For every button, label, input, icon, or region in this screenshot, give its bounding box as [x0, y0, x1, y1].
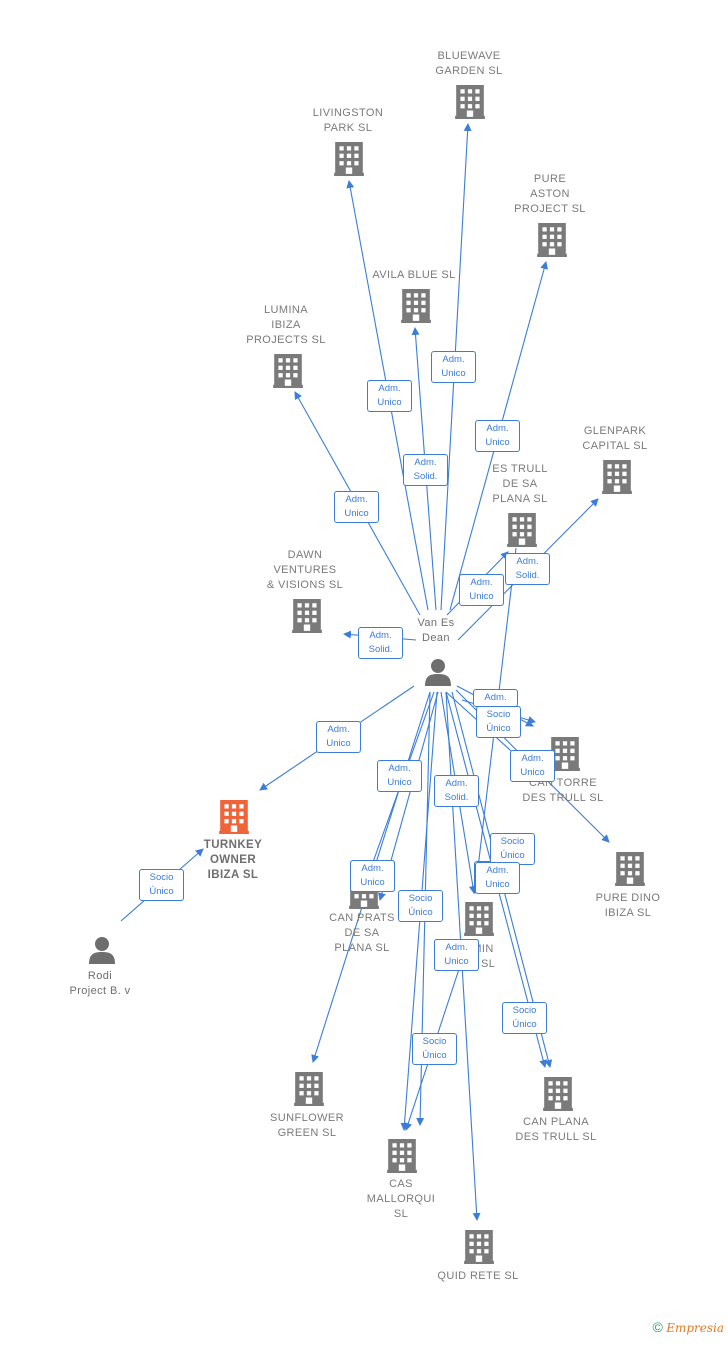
relation-badge-hub-glenpark[interactable]: Adm. Solid.: [505, 553, 550, 585]
node-label-pure_aston[interactable]: PURE ASTON PROJECT SL: [514, 173, 586, 215]
nodes-layer: [89, 85, 645, 1264]
building-icon-pure_dino[interactable]: [615, 852, 645, 886]
relation-badge-hub-avila[interactable]: Adm. Solid.: [403, 454, 448, 486]
node-label-turnkey[interactable]: TURNKEY OWNER IBIZA SL: [203, 839, 263, 881]
relation-badge-hub-can_prats[interactable]: Adm. Unico: [377, 760, 422, 792]
relation-badge-hub-pure_dino[interactable]: Adm. Unico: [510, 750, 555, 782]
relation-badge-hub-can_plana[interactable]: Adm. Unico: [475, 862, 520, 894]
relation-badge-hub-quid_rete[interactable]: Adm. Unico: [434, 939, 479, 971]
relation-badge-hub-bluewave[interactable]: Adm. Unico: [431, 351, 476, 383]
node-label-quid_rete[interactable]: QUID RETE SL: [437, 1270, 519, 1282]
copyright: © Empresia: [653, 1319, 724, 1335]
relation-badge-hub-pure_aston[interactable]: Adm. Unico: [475, 420, 520, 452]
relation-badge-hub-sunflower[interactable]: Adm. Unico: [350, 860, 395, 892]
node-label-avila[interactable]: AVILA BLUE SL: [372, 269, 456, 281]
node-label-sunflower[interactable]: SUNFLOWER GREEN SL: [270, 1112, 344, 1139]
relation-badge-hub-can_plana[interactable]: Socio Único: [502, 1002, 547, 1034]
node-label-livingston[interactable]: LIVINGSTON PARK SL: [312, 107, 384, 134]
node-label-can_torre[interactable]: CAN TORRE DES TRULL SL: [522, 777, 604, 804]
node-label-dawn[interactable]: DAWN VENTURES & VISIONS SL: [266, 549, 344, 591]
building-icon-turnkey[interactable]: [219, 800, 249, 834]
building-icon-es_trull[interactable]: [507, 513, 537, 547]
relation-badge-hub-es_trull[interactable]: Adm. Unico: [459, 574, 504, 606]
node-label-lumina[interactable]: LUMINA IBIZA PROJECTS SL: [246, 304, 326, 346]
node-label-bluewave[interactable]: BLUEWAVE GARDEN SL: [435, 50, 503, 77]
node-label-can_plana[interactable]: CAN PLANA DES TRULL SL: [515, 1116, 597, 1143]
relation-badge-hub-min[interactable]: Adm. Solid.: [434, 775, 479, 807]
building-icon-min[interactable]: [464, 902, 494, 936]
building-icon-dawn[interactable]: [292, 599, 322, 633]
building-icon-can_plana[interactable]: [543, 1077, 573, 1111]
relation-badge-hub-min[interactable]: Socio Único: [490, 833, 535, 865]
node-label-es_trull[interactable]: ES TRULL DE SA PLANA SL: [492, 463, 548, 505]
relation-badge-hub-turnkey[interactable]: Adm. Unico: [316, 721, 361, 753]
relation-badge-hub-cas_mallorqui[interactable]: Socio Único: [412, 1033, 457, 1065]
building-icon-quid_rete[interactable]: [464, 1230, 494, 1264]
node-label-can_prats[interactable]: CAN PRATS DE SA PLANA SL: [329, 912, 395, 954]
building-icon-pure_aston[interactable]: [537, 223, 567, 257]
relation-badge-hub-dawn[interactable]: Adm. Solid.: [358, 627, 403, 659]
node-label-glenpark[interactable]: GLENPARK CAPITAL SL: [582, 425, 648, 452]
building-icon-cas_mallorqui[interactable]: [387, 1139, 417, 1173]
building-icon-glenpark[interactable]: [602, 460, 632, 494]
building-icon-avila[interactable]: [401, 289, 431, 323]
relation-badge-rodi-turnkey[interactable]: Socio Único: [139, 869, 184, 901]
building-icon-lumina[interactable]: [273, 354, 303, 388]
building-icon-livingston[interactable]: [334, 142, 364, 176]
relation-badge-hub-can_torre[interactable]: Adm.: [473, 689, 518, 707]
node-label-rodi[interactable]: Rodi Project B. v: [69, 970, 131, 997]
edges-layer: [120, 123, 610, 1221]
brand-logo[interactable]: Empresia: [666, 1321, 724, 1335]
relation-badge-hub-lumina[interactable]: Adm. Unico: [334, 491, 379, 523]
relation-badge-hub-can_torre[interactable]: Socio Único: [476, 706, 521, 738]
relation-badge-hub-livingston[interactable]: Adm. Unico: [367, 380, 412, 412]
node-label-cas_mallorqui[interactable]: CAS MALLORQUI SL: [366, 1178, 436, 1220]
node-label-hub[interactable]: Van Es Dean: [417, 617, 455, 644]
building-icon-sunflower[interactable]: [294, 1072, 324, 1106]
building-icon-bluewave[interactable]: [455, 85, 485, 119]
copyright-symbol: ©: [652, 1319, 663, 1335]
person-icon-hub[interactable]: [425, 659, 451, 686]
person-icon-rodi[interactable]: [89, 937, 115, 964]
relation-badge-hub-cas_mallorqui[interactable]: Socio Único: [398, 890, 443, 922]
node-label-pure_dino[interactable]: PURE DINO IBIZA SL: [595, 892, 661, 919]
